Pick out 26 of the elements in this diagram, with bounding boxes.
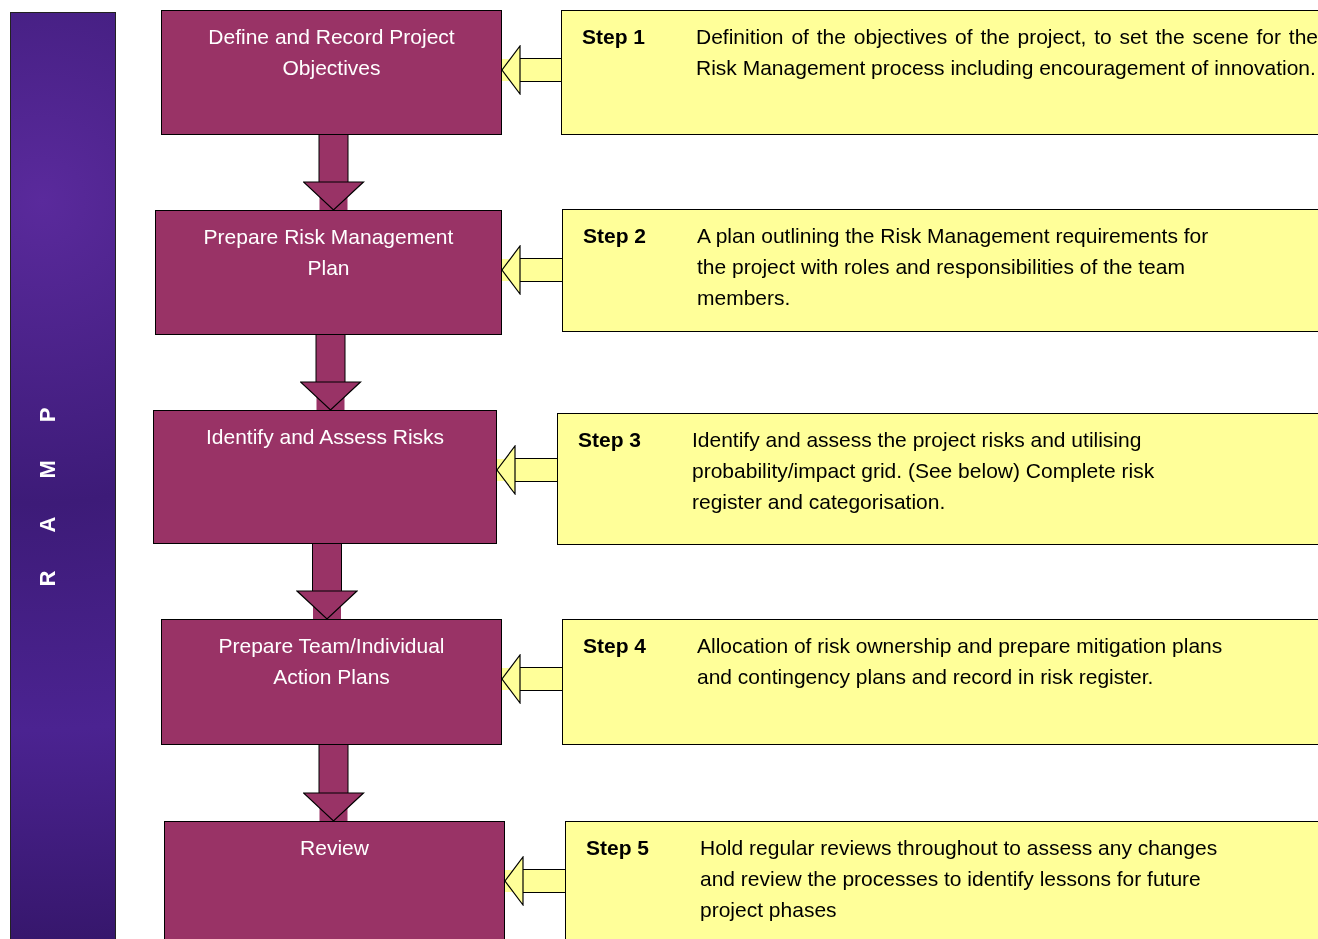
process-box xyxy=(161,619,502,745)
description-box xyxy=(565,821,1318,939)
step-label: Step 1 xyxy=(582,24,647,50)
step-label: Step 5 xyxy=(586,835,651,861)
description-box xyxy=(562,619,1318,745)
step-label: Step 4 xyxy=(583,633,648,659)
step-description: Allocation of risk ownership and prepare mitigation plans and contingency plans and record in risk register. xyxy=(697,633,1224,690)
process-box xyxy=(161,10,502,135)
sidebar-title: RAMP xyxy=(35,369,61,589)
description-box xyxy=(561,10,1318,135)
description-box xyxy=(557,413,1318,545)
description-box xyxy=(562,209,1318,332)
step-label: Step 3 xyxy=(578,427,643,453)
step-description: Definition of the objectives of the project, to set the scene for the Risk Management process including encouragement of innovation. xyxy=(696,24,1318,81)
process-box xyxy=(155,210,502,335)
step-description: Hold regular reviews throughout to assess any changes and review the processes to identify lessons for future project phases xyxy=(700,835,1219,923)
process-label: Identify and Assess Risks xyxy=(205,425,445,448)
step-label: Step 2 xyxy=(583,223,648,249)
step-description: A plan outlining the Risk Management requirements for the project with roles and responsibilities of the team members. xyxy=(697,223,1210,311)
process-label: Review xyxy=(300,836,369,859)
step-description: Identify and assess the project risks and utilising probability/impact grid. (See below) Complete risk register and categorisation. xyxy=(692,427,1156,515)
process-label: Define and Record Project Objectives xyxy=(208,25,455,79)
process-label: Prepare Team/Individual Action Plans xyxy=(218,634,445,688)
process-label: Prepare Risk Management Plan xyxy=(203,225,454,279)
process-box xyxy=(153,410,497,544)
process-box xyxy=(164,821,505,939)
